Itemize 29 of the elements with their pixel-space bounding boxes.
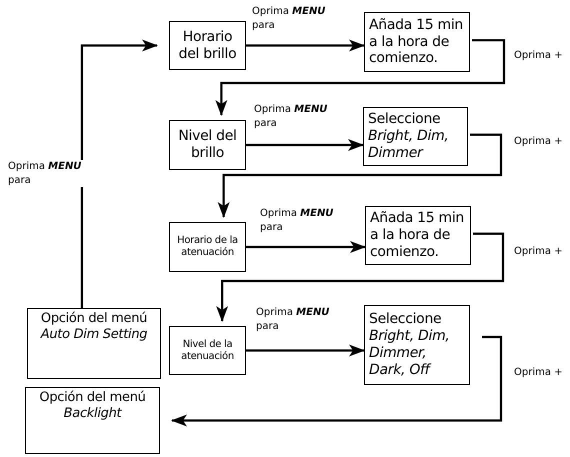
box-text: Seleccione Bright, Dim, Dimmer xyxy=(368,111,450,162)
arrow xyxy=(246,139,364,151)
arrow xyxy=(246,241,366,253)
process-box xyxy=(365,206,471,265)
arrow xyxy=(215,39,506,116)
box-text: Seleccione Bright, Dim, Dimmer, Dark, Off xyxy=(369,311,451,379)
process-box xyxy=(169,120,246,170)
box-text: Añada 15 min a la hora de comienzo. xyxy=(369,16,464,68)
arrow xyxy=(80,40,158,308)
arrow xyxy=(246,344,365,356)
box-text: Horario del brillo xyxy=(178,28,238,62)
process-box xyxy=(27,308,161,379)
box-text: Nivel del brillo xyxy=(177,128,238,162)
process-box xyxy=(363,107,468,166)
box-text: Opción del menú Auto Dim Setting xyxy=(39,311,148,342)
arrow xyxy=(218,134,502,218)
box-text: Añada 15 min a la hora de comienzo. xyxy=(370,210,466,261)
process-box xyxy=(364,305,470,385)
arrow xyxy=(246,40,365,52)
process-box xyxy=(25,387,160,454)
arrow xyxy=(171,336,502,426)
arrow xyxy=(216,232,504,322)
box-text: Horario de la atenuación xyxy=(176,235,239,259)
process-box xyxy=(169,222,246,272)
process-box xyxy=(169,21,246,70)
box-text: Opción del menú Backlight xyxy=(38,390,147,422)
process-box xyxy=(169,326,246,375)
process-box xyxy=(364,12,470,72)
box-text: Nivel de la atenuación xyxy=(180,338,235,362)
